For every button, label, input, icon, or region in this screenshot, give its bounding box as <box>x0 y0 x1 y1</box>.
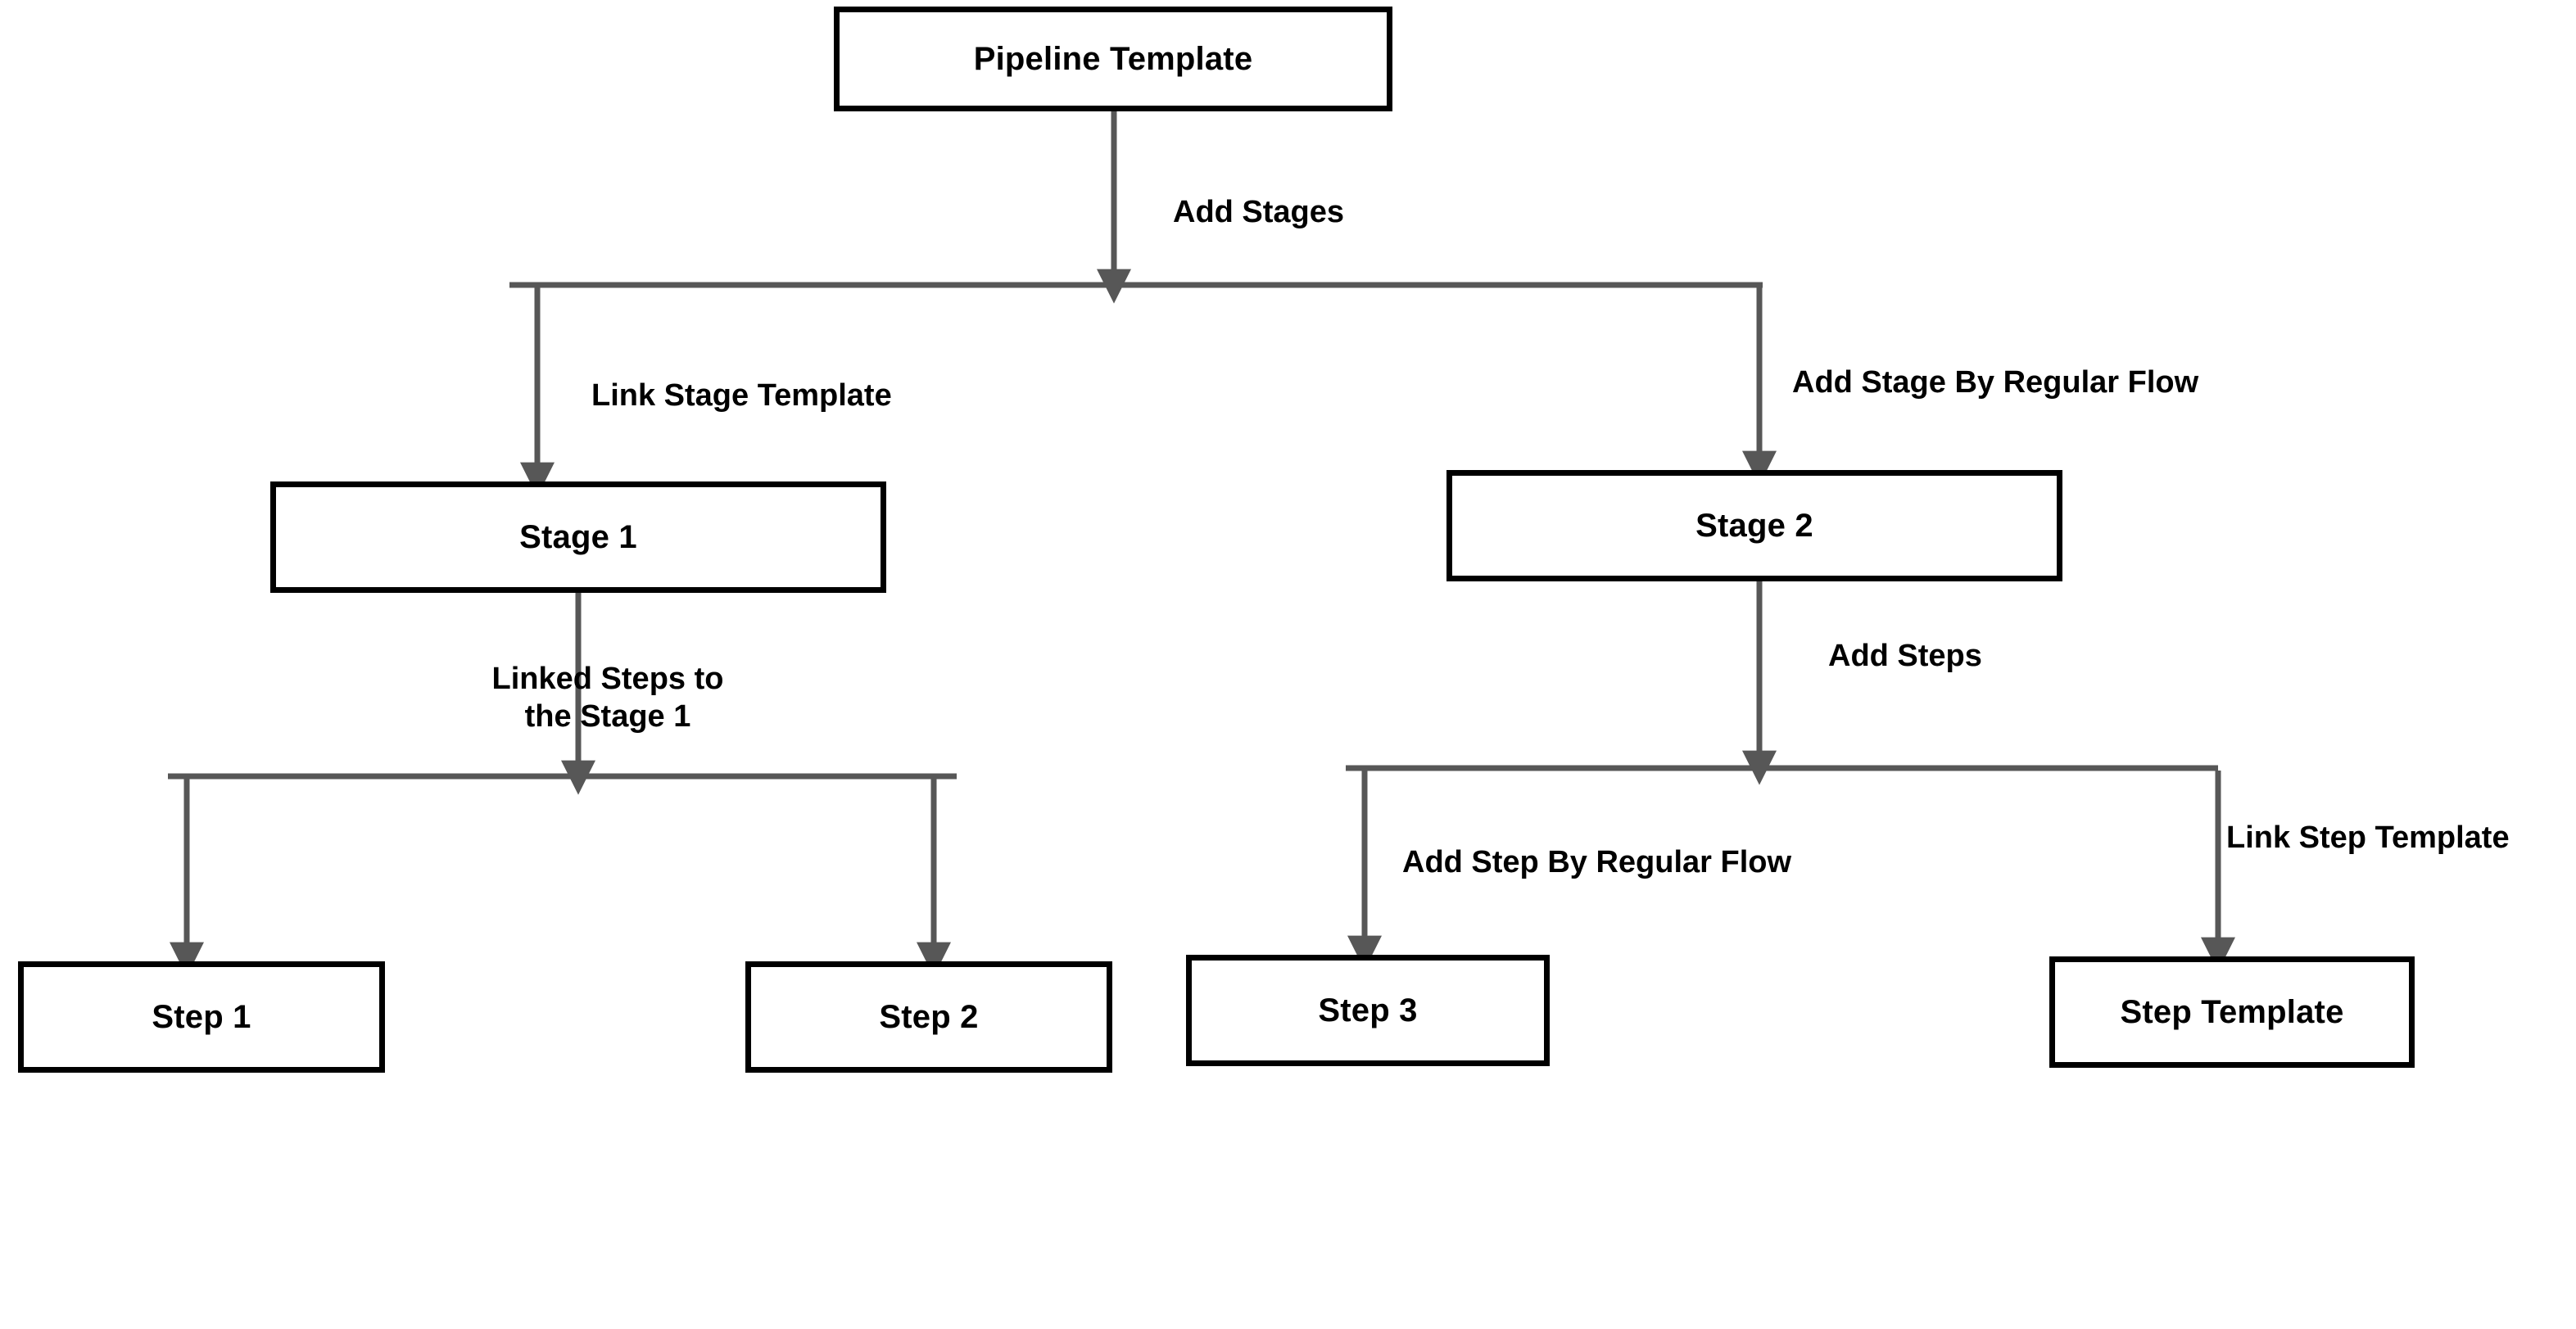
node-label-stage-1: Stage 1 <box>519 519 637 555</box>
node-label-step-template: Step Template <box>2120 994 2344 1030</box>
node-label-stage-2: Stage 2 <box>1695 508 1813 544</box>
edge-label-link-stage-template: Link Stage Template <box>591 378 892 413</box>
node-stage-1[interactable]: Stage 1 <box>270 481 886 593</box>
node-label-pipeline-template: Pipeline Template <box>973 41 1253 77</box>
node-step-template[interactable]: Step Template <box>2049 956 2415 1068</box>
node-step-3[interactable]: Step 3 <box>1186 955 1550 1066</box>
edge-label-add-stages: Add Stages <box>1173 195 1345 229</box>
edge-label-add-step-by-regular-flow: Add Step By Regular Flow <box>1402 845 1792 879</box>
edge-label-linked-steps-to-stage-1: Linked Steps to the Stage 1 <box>491 662 724 735</box>
node-step-2[interactable]: Step 2 <box>745 961 1112 1073</box>
node-pipeline-template[interactable]: Pipeline Template <box>834 7 1392 111</box>
node-step-1[interactable]: Step 1 <box>18 961 385 1073</box>
edge-label-link-step-template: Link Step Template <box>2226 820 2510 855</box>
node-label-step-3: Step 3 <box>1318 992 1418 1028</box>
node-label-step-1: Step 1 <box>152 999 251 1035</box>
node-label-step-2: Step 2 <box>879 999 979 1035</box>
edge-label-add-steps: Add Steps <box>1828 639 1982 673</box>
edge-label-add-stage-by-regular-flow: Add Stage By Regular Flow <box>1792 365 2199 400</box>
connector-group <box>168 111 2235 977</box>
node-stage-2[interactable]: Stage 2 <box>1446 470 2062 581</box>
